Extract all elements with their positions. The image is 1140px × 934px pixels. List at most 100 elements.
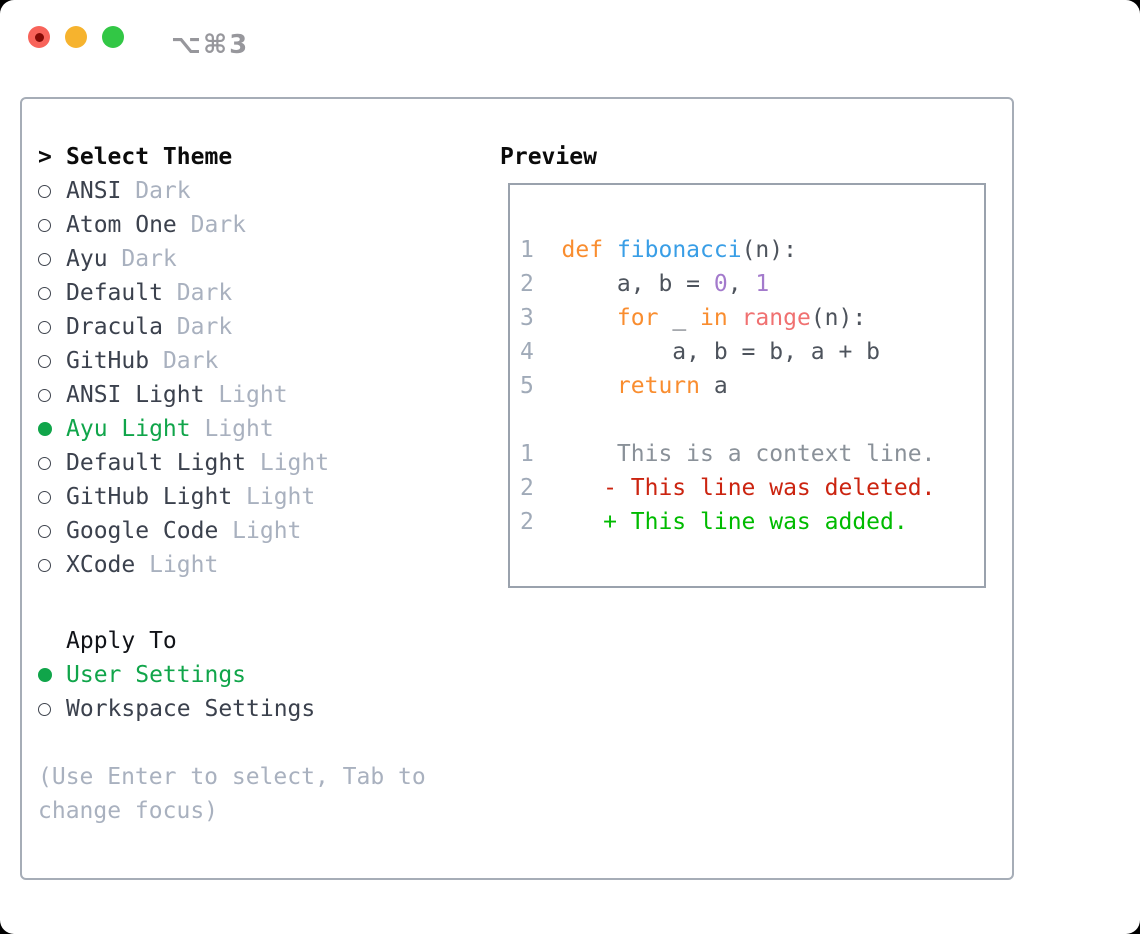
radio-circle (38, 286, 51, 300)
line-number: 3 (520, 305, 534, 331)
code-segment-fg (728, 305, 742, 331)
code-segment-del: - This line was deleted. (561, 475, 936, 501)
apply-option-user-settings[interactable]: User Settings (38, 658, 478, 692)
zoom-button[interactable] (102, 26, 124, 48)
radio-unselected-icon[interactable] (38, 524, 66, 538)
line-number: 1 (520, 441, 534, 467)
select-theme-title: Select Theme (66, 144, 233, 170)
preview-line: 4 a, b = b, a + b (520, 335, 984, 369)
option-label: Default Light (66, 450, 247, 476)
option-label: GitHub (66, 348, 150, 374)
radio-unselected-icon[interactable] (38, 558, 66, 572)
code-segment-kw: return (616, 373, 701, 399)
option-label: Google Code (66, 518, 219, 544)
code-segment-fg: a, b = b, a + b (561, 339, 881, 365)
preview-line: 5 return a (520, 369, 984, 403)
theme-variant-tag: Dark (176, 280, 233, 306)
focus-caret: > (38, 144, 52, 170)
theme-variant-tag: Dark (121, 246, 177, 272)
close-button[interactable] (28, 26, 50, 48)
option-label: User Settings (66, 662, 247, 688)
option-label: ANSI (66, 178, 122, 204)
help-text: (Use Enter to select, Tab to change focu… (38, 764, 426, 824)
radio-unselected-icon[interactable] (38, 184, 66, 198)
option-label: ANSI Light (66, 382, 205, 408)
radio-circle (38, 456, 51, 470)
theme-variant-tag: Dark (176, 314, 233, 340)
theme-variant-tag: Light (204, 416, 274, 442)
code-segment-fg: _ (658, 305, 701, 331)
code-segment-fn: fibonacci (616, 237, 742, 263)
option-label: Ayu Light (66, 416, 191, 442)
line-content: + This line was added. (562, 509, 908, 535)
option-label: GitHub Light (66, 484, 233, 510)
radio-unselected-icon[interactable] (38, 354, 66, 368)
code-segment-fg: (n): (810, 305, 867, 331)
theme-option-default-light[interactable]: Default Light Light (38, 446, 478, 480)
code-segment-fg: a, b = (561, 271, 714, 297)
line-number: 1 (520, 237, 534, 263)
radio-unselected-icon[interactable] (38, 702, 66, 716)
line-content: - This line was deleted. (561, 475, 936, 501)
preview-line: 2 + This line was added. (520, 505, 984, 539)
code-segment-fg (562, 305, 617, 331)
code-segment-fg: , (727, 271, 756, 297)
radio-circle (38, 184, 51, 198)
code-segment-fg: a (700, 373, 728, 399)
theme-variant-tag: Light (259, 450, 330, 476)
minimize-button[interactable] (65, 26, 87, 48)
apply-option-workspace-settings[interactable]: Workspace Settings (38, 692, 478, 726)
radio-circle (38, 558, 51, 572)
radio-unselected-icon[interactable] (38, 456, 66, 470)
radio-circle (38, 252, 51, 266)
radio-circle (38, 524, 51, 538)
radio-unselected-icon[interactable] (38, 388, 66, 402)
code-segment-fg (603, 237, 617, 263)
theme-option-google-code[interactable]: Google Code Light (38, 514, 478, 548)
apply-to-title: Apply To (66, 628, 177, 654)
select-theme-header: > Select Theme (38, 140, 478, 174)
theme-variant-tag: Dark (135, 178, 191, 204)
theme-variant-tag: Light (218, 382, 288, 408)
radio-selected-icon[interactable] (38, 422, 66, 436)
line-content: for _ in range(n): (562, 305, 867, 331)
radio-unselected-icon[interactable] (38, 286, 66, 300)
radio-unselected-icon[interactable] (38, 218, 66, 232)
radio-circle (38, 702, 51, 716)
code-segment-call: range (741, 305, 811, 331)
radio-circle (38, 422, 52, 436)
theme-option-default[interactable]: Default Dark (38, 276, 478, 310)
preview-title: Preview (500, 144, 597, 170)
preview-line: 1 This is a context line. (520, 437, 984, 471)
radio-circle (38, 320, 51, 334)
theme-option-ansi[interactable]: ANSI Dark (38, 174, 478, 208)
radio-unselected-icon[interactable] (38, 252, 66, 266)
radio-selected-icon[interactable] (38, 668, 66, 682)
code-segment-add: + This line was added. (561, 509, 908, 535)
radio-unselected-icon[interactable] (38, 320, 66, 334)
theme-option-ayu-light[interactable]: Ayu Light Light (38, 412, 478, 446)
line-content: This is a context line. (562, 441, 936, 467)
option-label: Default (66, 280, 163, 306)
code-segment-kw: def (561, 237, 604, 263)
theme-variant-tag: Light (232, 518, 302, 544)
code-segment-kw: for (616, 305, 659, 331)
radio-unselected-icon[interactable] (38, 490, 66, 504)
line-number: 2 (520, 271, 534, 297)
apply-to-header: Apply To (38, 624, 478, 658)
theme-option-ansi-light[interactable]: ANSI Light Light (38, 378, 478, 412)
preview-line (520, 403, 984, 437)
option-label: XCode (66, 552, 136, 578)
line-content: return a (562, 373, 728, 399)
